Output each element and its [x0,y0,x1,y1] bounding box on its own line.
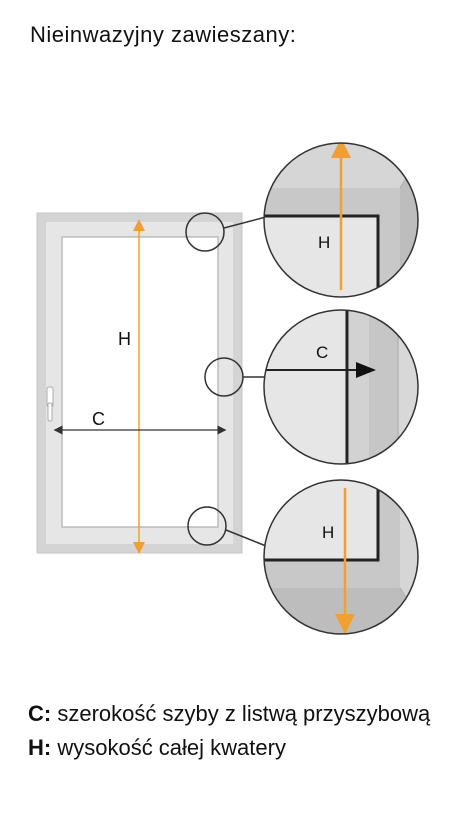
zoom-circle-top: H [263,142,419,298]
zoom-top-height-label: H [318,233,330,252]
page-title: Nieinwazyjny zawieszany: [30,22,297,47]
zoom-circle-middle: C [263,309,419,465]
legend-key-c: C: [28,701,52,726]
highlight-circle-bottom [187,506,227,546]
zoom-circle-bottom: H [263,479,419,635]
connector-lines [223,216,267,547]
height-label: H [118,329,131,349]
legend-item-c: C: szerokość szyby z listwą przyszybową [28,697,448,731]
legend-item-h: H: wysokość całej kwatery [28,731,448,765]
legend-text-c: szerokość szyby z listwą przyszybową [51,701,431,726]
width-label: C [92,409,105,429]
highlight-circle-top [185,212,225,252]
window-handle-icon [46,386,54,422]
legend: C: szerokość szyby z listwą przyszybową … [28,697,448,765]
zoom-middle-width-label: C [316,343,328,362]
legend-key-h: H: [28,735,52,760]
zoom-bottom-height-label: H [322,523,334,542]
legend-text-h: wysokość całej kwatery [51,735,286,760]
